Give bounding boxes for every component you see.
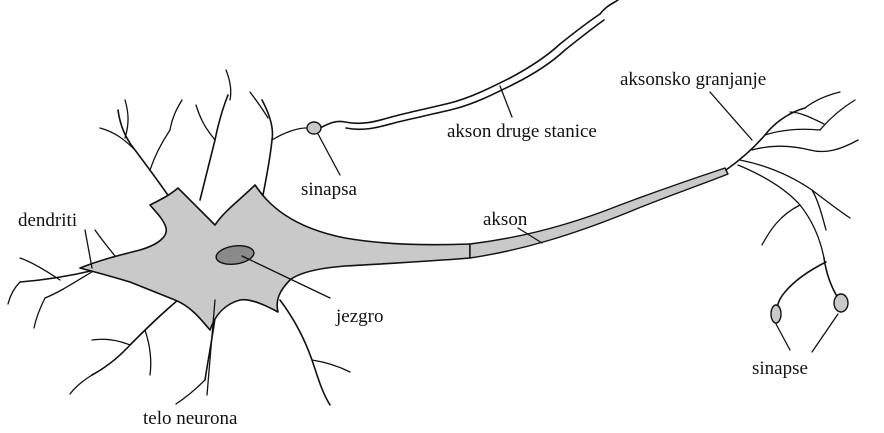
pointer-other-axon: [500, 86, 512, 117]
label-axon: akson: [483, 209, 528, 230]
label-dendrites: dendriti: [18, 210, 77, 231]
cell-body: [80, 185, 470, 330]
synapse-knob-left: [771, 305, 781, 323]
pointer-synapses-left: [776, 324, 790, 350]
pointer-synapses-right: [812, 314, 838, 352]
label-cell-body: telo neurona: [143, 408, 238, 429]
label-axon-branching: aksonsko granjanje: [620, 69, 766, 90]
pointer-dendrites: [85, 230, 92, 268]
other-cell-axon: [320, 0, 618, 129]
label-synapse: sinapsa: [301, 179, 358, 200]
label-synapses: sinapse: [752, 358, 808, 379]
pointer-synapse: [318, 134, 340, 175]
synapse-knob-right: [834, 294, 848, 312]
pointer-axon-branching: [710, 92, 752, 140]
synapse-knob-top: [307, 122, 321, 134]
label-other-axon: akson druge stanice: [447, 121, 597, 142]
axon-branching: [726, 92, 858, 315]
label-nucleus: jezgro: [335, 306, 383, 327]
